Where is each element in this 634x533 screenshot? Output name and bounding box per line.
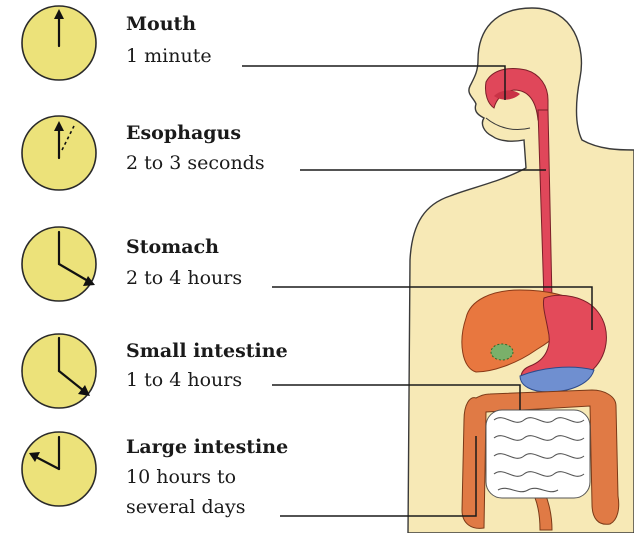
leader-mouth (242, 66, 505, 100)
clock-large-intestine (22, 432, 96, 506)
gallbladder-organ (491, 344, 513, 360)
clock-small-intestine (22, 334, 96, 408)
label-stomach: Stomach 2 to 4 hours (126, 236, 242, 289)
stage-name: Small intestine (126, 340, 288, 362)
label-mouth: Mouth 1 minute (126, 13, 212, 67)
label-large-intestine: Large intestine 10 hours to several days (126, 436, 288, 518)
stage-duration: 2 to 3 seconds (126, 152, 265, 174)
stage-name: Stomach (126, 236, 219, 258)
stage-duration: 2 to 4 hours (126, 267, 242, 289)
small-intestine-organ (486, 410, 590, 498)
stage-name: Large intestine (126, 436, 288, 458)
stage-name: Esophagus (126, 122, 241, 144)
clock-stomach (22, 227, 96, 301)
stage-duration: 10 hours to (126, 466, 236, 488)
stage-duration-line-2: several days (126, 496, 245, 518)
stage-duration: 1 to 4 hours (126, 369, 242, 391)
label-esophagus: Esophagus 2 to 3 seconds (126, 122, 265, 174)
stage-duration: 1 minute (126, 45, 212, 67)
clock-mouth (22, 6, 96, 80)
label-small-intestine: Small intestine 1 to 4 hours (126, 340, 288, 391)
stage-name: Mouth (126, 13, 196, 35)
clock-esophagus (22, 116, 96, 190)
